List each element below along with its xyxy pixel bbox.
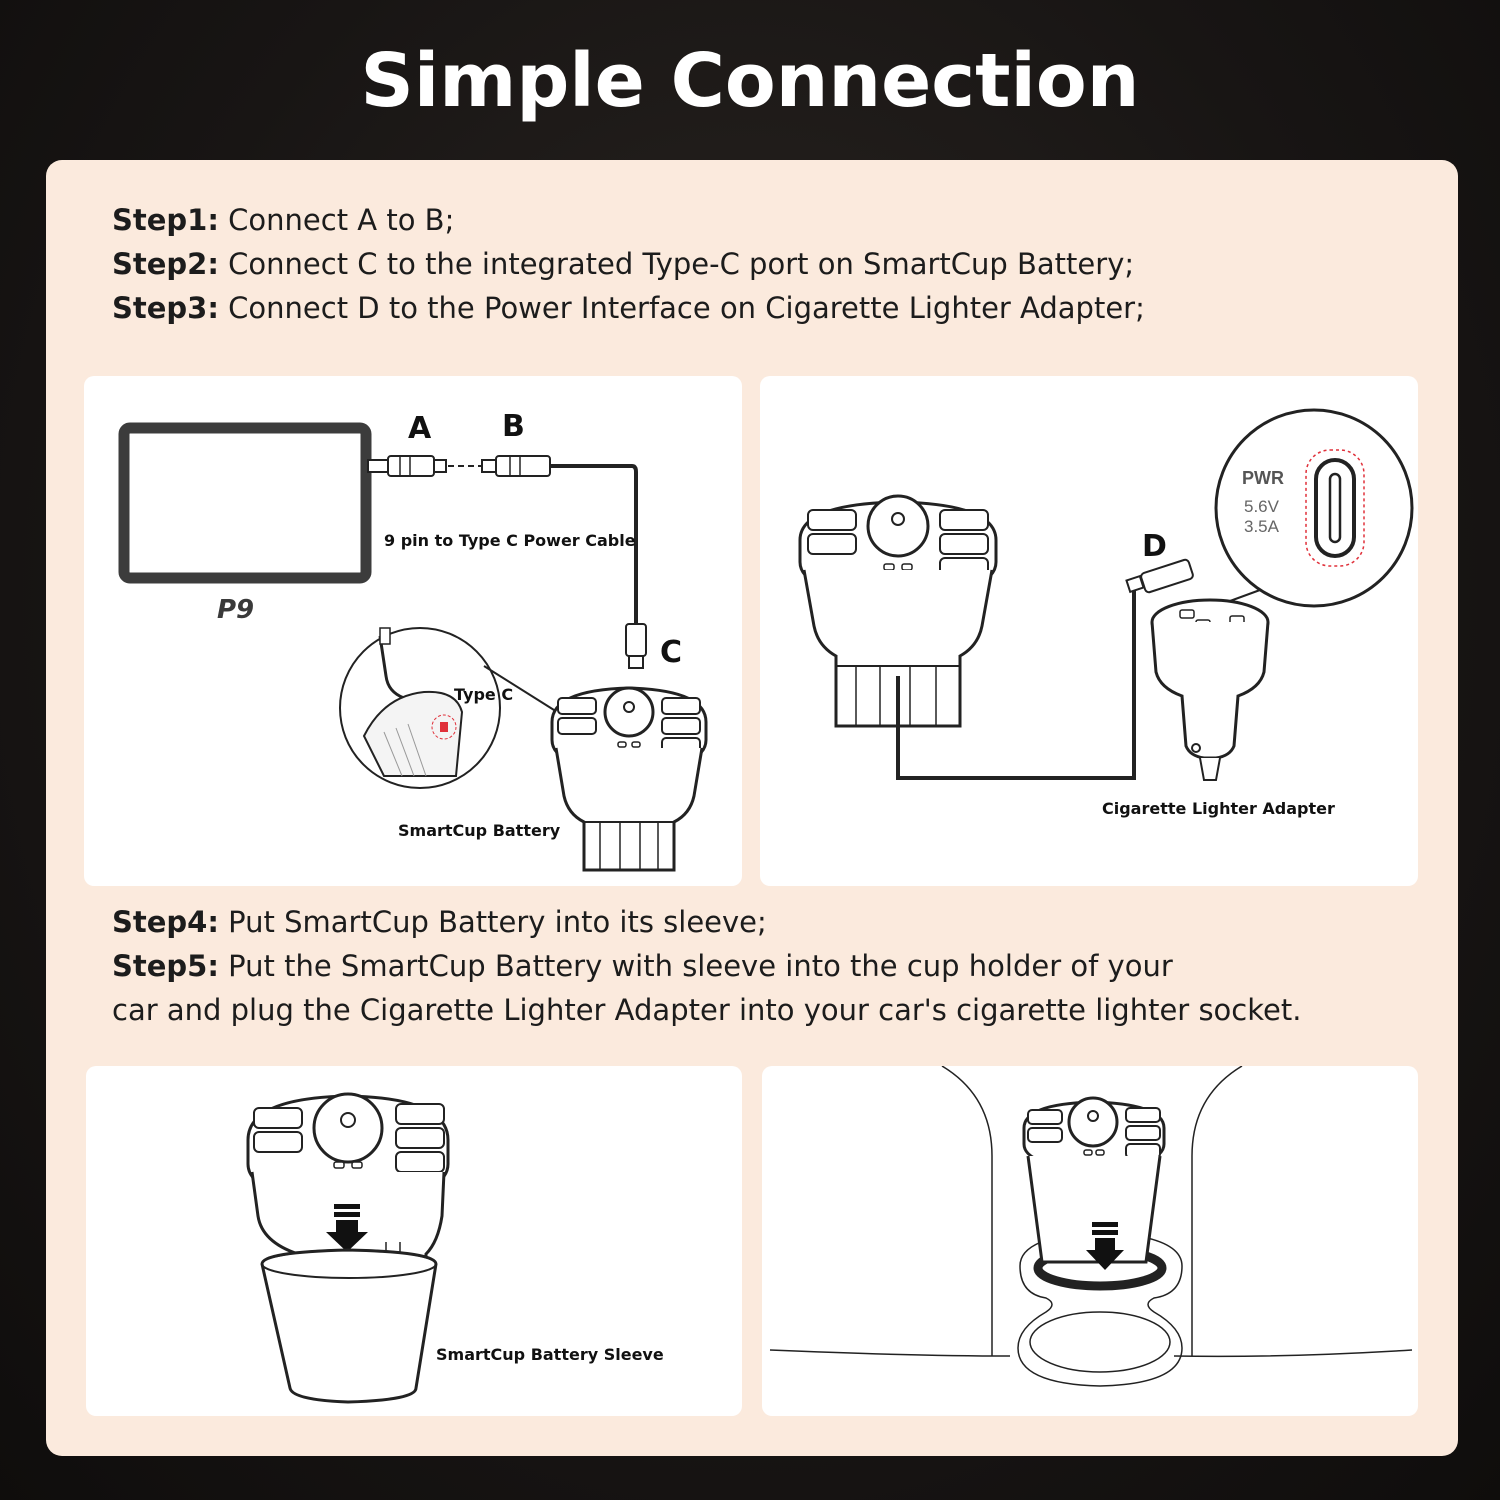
battery-sleeve-diagram: SmartCup Battery Sleeve xyxy=(246,1092,664,1404)
type-c-callout xyxy=(339,627,555,789)
panel-cable-connection: P9 A B 9 pin to Type C Power Cable C xyxy=(84,376,742,886)
connector-b xyxy=(481,455,551,477)
down-arrow-icon xyxy=(326,1204,368,1252)
smartcup-battery xyxy=(798,494,998,728)
label-c: C xyxy=(660,635,682,670)
cable-label: 9 pin to Type C Power Cable xyxy=(384,531,636,550)
pwr-current: 3.5A xyxy=(1244,517,1280,536)
step-4: Step4: Put SmartCup Battery into its sle… xyxy=(112,905,767,939)
adapter-connection-diagram: D PWR 5.6V 3.5A Cigarette Lighter Adapte… xyxy=(798,408,1414,818)
sleeve-label: SmartCup Battery Sleeve xyxy=(436,1345,664,1364)
connector-a xyxy=(367,455,447,477)
step-5-continued: car and plug the Cigarette Lighter Adapt… xyxy=(112,993,1302,1027)
connector-d xyxy=(1125,558,1194,594)
device-label: P9 xyxy=(217,595,254,625)
panel-adapter-connection: D PWR 5.6V 3.5A Cigarette Lighter Adapte… xyxy=(760,376,1418,886)
cable-connection-diagram: P9 A B 9 pin to Type C Power Cable C xyxy=(118,409,708,872)
label-d: D xyxy=(1142,529,1167,564)
step-1: Step1: Connect A to B; xyxy=(112,203,455,237)
port-label: Type C xyxy=(454,685,513,704)
power-cable xyxy=(550,464,638,624)
pwr-port-callout xyxy=(1199,408,1414,613)
battery-sleeve xyxy=(260,1248,438,1404)
tablet-p9 xyxy=(118,422,372,584)
step-3: Step3: Connect D to the Power Interface … xyxy=(112,291,1145,325)
power-cable xyxy=(896,590,1136,780)
smartcup-battery xyxy=(1022,1096,1166,1264)
panel-car-cup-holder xyxy=(762,1066,1418,1416)
down-arrow-icon xyxy=(1086,1222,1124,1270)
step-2: Step2: Connect C to the integrated Type-… xyxy=(112,247,1135,281)
car-cup-holder-diagram xyxy=(769,1066,1413,1387)
smartcup-battery xyxy=(550,686,708,872)
cigarette-lighter-adapter xyxy=(1150,598,1270,781)
step-5: Step5: Put the SmartCup Battery with sle… xyxy=(112,949,1173,983)
battery-label: SmartCup Battery xyxy=(398,821,561,840)
panel-battery-sleeve: SmartCup Battery Sleeve xyxy=(86,1066,742,1416)
steps-top: Step1: Connect A to B; Step2: Connect C … xyxy=(112,198,1412,330)
label-b: B xyxy=(502,409,525,444)
page-title: Simple Connection xyxy=(360,38,1140,124)
adapter-label: Cigarette Lighter Adapter xyxy=(1102,799,1335,818)
pwr-title: PWR xyxy=(1242,468,1284,488)
steps-mid: Step4: Put SmartCup Battery into its sle… xyxy=(112,900,1412,1032)
pwr-voltage: 5.6V xyxy=(1244,497,1280,516)
connector-c xyxy=(625,623,647,669)
label-a: A xyxy=(408,411,432,446)
